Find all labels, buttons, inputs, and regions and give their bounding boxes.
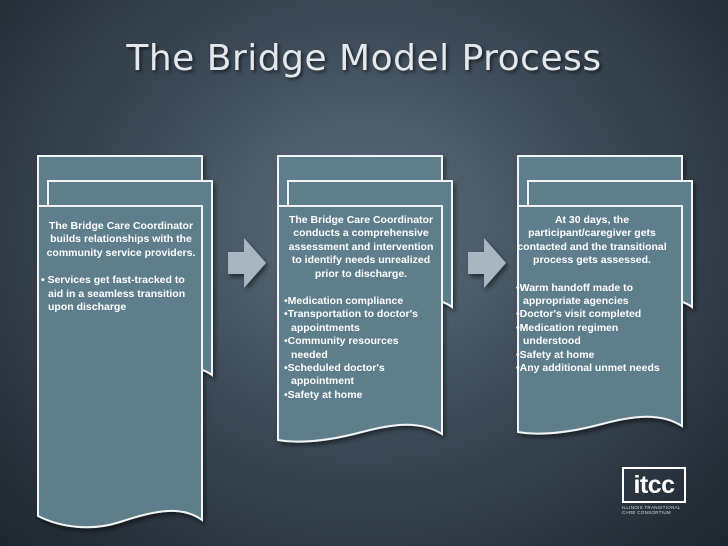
step-1-front-page xyxy=(37,205,203,529)
list-item: •Doctor's visit completed xyxy=(516,308,642,321)
step-2-heading: The Bridge Care Coordinator conducts a c… xyxy=(288,214,434,280)
step-1-card-stack xyxy=(37,155,213,529)
slide-title: The Bridge Model Process xyxy=(126,38,602,79)
list-item: •Any additional unmet needs xyxy=(516,362,660,375)
arrow-right-icon xyxy=(468,238,506,288)
list-item: •Warm handoff made to appropriate agenci… xyxy=(516,281,634,308)
list-item: •Scheduled doctor's appointment xyxy=(284,362,385,388)
logo-subtitle: ILLINOIS TRANSITIONAL CARE CONSORTIUM xyxy=(622,505,681,515)
step-1-heading: The Bridge Care Coordinator builds relat… xyxy=(46,220,196,259)
list-item: •Medication compliance xyxy=(284,295,404,308)
list-item: •Transportation to doctor's appointments xyxy=(284,308,418,334)
step-2-bullets: •Medication compliance •Transportation t… xyxy=(284,295,438,402)
step-1-bullets: • Services get fast-tracked to aid in a … xyxy=(41,274,196,314)
list-item: •Safety at home xyxy=(516,348,595,361)
step-3-bullets: •Warm handoff made to appropriate agenci… xyxy=(516,282,672,376)
step-3-text: At 30 days, the participant/caregiver ge… xyxy=(512,214,672,375)
step-2-text: The Bridge Care Coordinator conducts a c… xyxy=(284,214,438,402)
list-item: •Medication regimen understood xyxy=(516,321,619,348)
step-2-front-page xyxy=(277,205,443,443)
step-3-card-stack xyxy=(517,155,693,435)
step-2-card-stack xyxy=(277,155,453,443)
step-1-text: The Bridge Care Coordinator builds relat… xyxy=(41,220,196,314)
list-item: • Services get fast-tracked to aid in a … xyxy=(41,274,186,314)
arrow-right-icon xyxy=(228,238,266,288)
step-3-front-page xyxy=(517,205,683,435)
step-3-heading: At 30 days, the participant/caregiver ge… xyxy=(517,214,667,267)
itcc-logo: itcc xyxy=(622,467,686,503)
list-item: •Community resources needed xyxy=(284,335,399,361)
list-item: •Safety at home xyxy=(284,388,363,401)
